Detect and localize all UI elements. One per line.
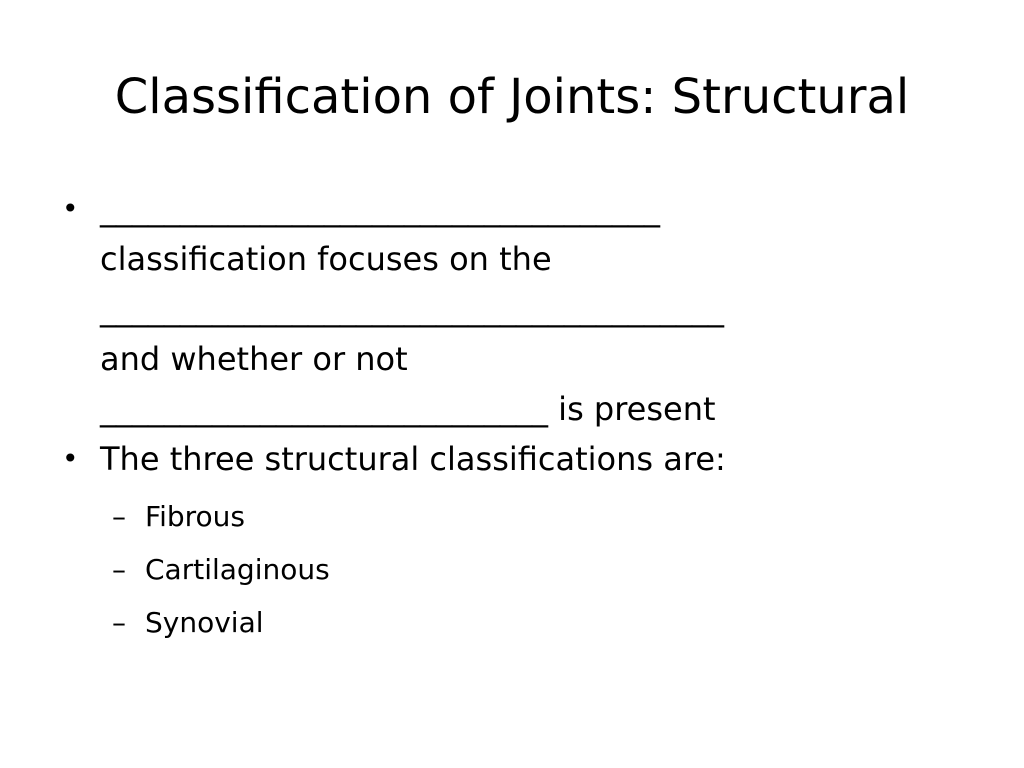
sub-item-fibrous: – Fibrous: [60, 490, 980, 543]
bullet-item-structural-definition: • ___________________________________ cl…: [60, 184, 980, 434]
slide-title: Classification of Joints: Structural: [114, 69, 910, 125]
bullet-line-blank-1: ___________________________________: [100, 190, 660, 228]
bullet-line-text-1: classification focuses on the: [100, 240, 552, 278]
dash-marker: –: [112, 553, 126, 586]
bullet-line-text-2: and whether or not: [100, 340, 408, 378]
bullet-line-blank-3: ____________________________ is present: [100, 390, 716, 428]
slide-content: • ___________________________________ cl…: [60, 184, 980, 649]
dash-marker: –: [112, 500, 126, 533]
sub-item-label: Synovial: [145, 606, 264, 639]
bullet-dot: •: [62, 192, 79, 225]
bullet-line-text: The three structural classifications are…: [100, 440, 726, 478]
bullet-item-three-classifications: • The three structural classifications a…: [60, 434, 980, 484]
bullet-line-blank-2: _______________________________________: [100, 290, 724, 328]
dash-marker: –: [112, 606, 126, 639]
bullet-dot: •: [62, 442, 79, 475]
sub-item-cartilaginous: – Cartilaginous: [60, 543, 980, 596]
sub-item-label: Fibrous: [145, 500, 245, 533]
sub-item-synovial: – Synovial: [60, 596, 980, 649]
sub-bullet-list: – Fibrous – Cartilaginous – Synovial: [60, 490, 980, 649]
sub-item-label: Cartilaginous: [145, 553, 330, 586]
